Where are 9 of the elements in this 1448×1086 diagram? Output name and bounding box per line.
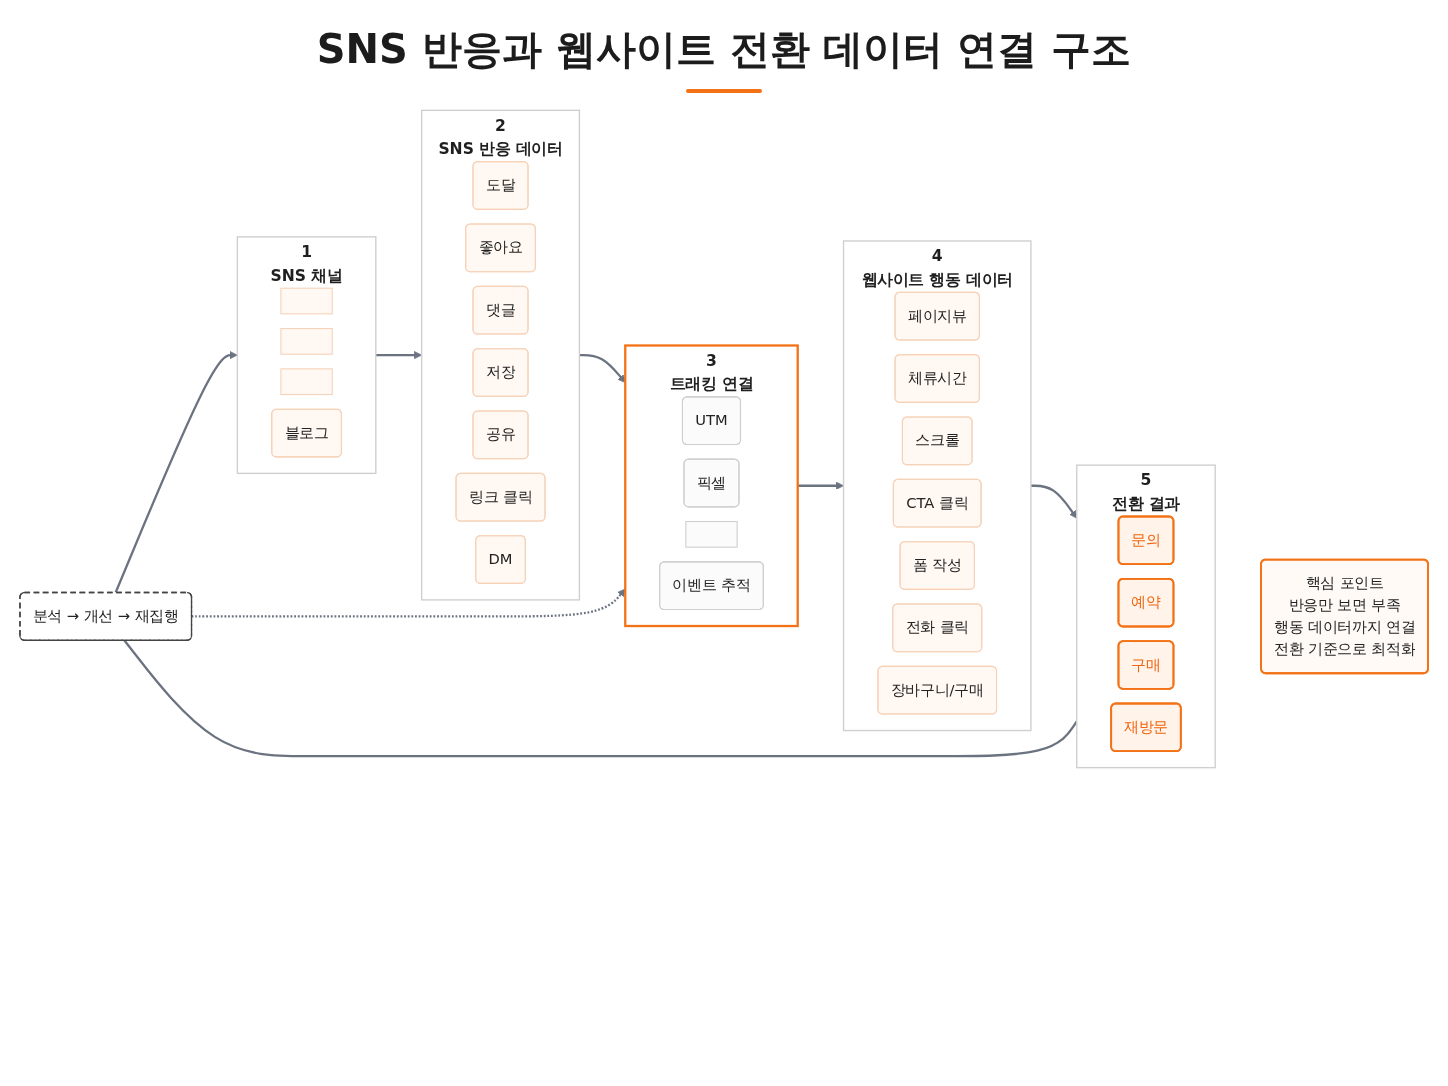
node-box <box>280 287 333 315</box>
node-box <box>280 327 333 355</box>
node-box <box>685 520 738 548</box>
arrow <box>375 351 422 360</box>
title: SNS 반응과 웹사이트 전환 데이터 연결 구조 <box>316 25 1132 74</box>
arrow <box>579 353 626 383</box>
arrow <box>114 351 238 593</box>
node-box <box>280 368 333 396</box>
arrow <box>797 481 844 490</box>
